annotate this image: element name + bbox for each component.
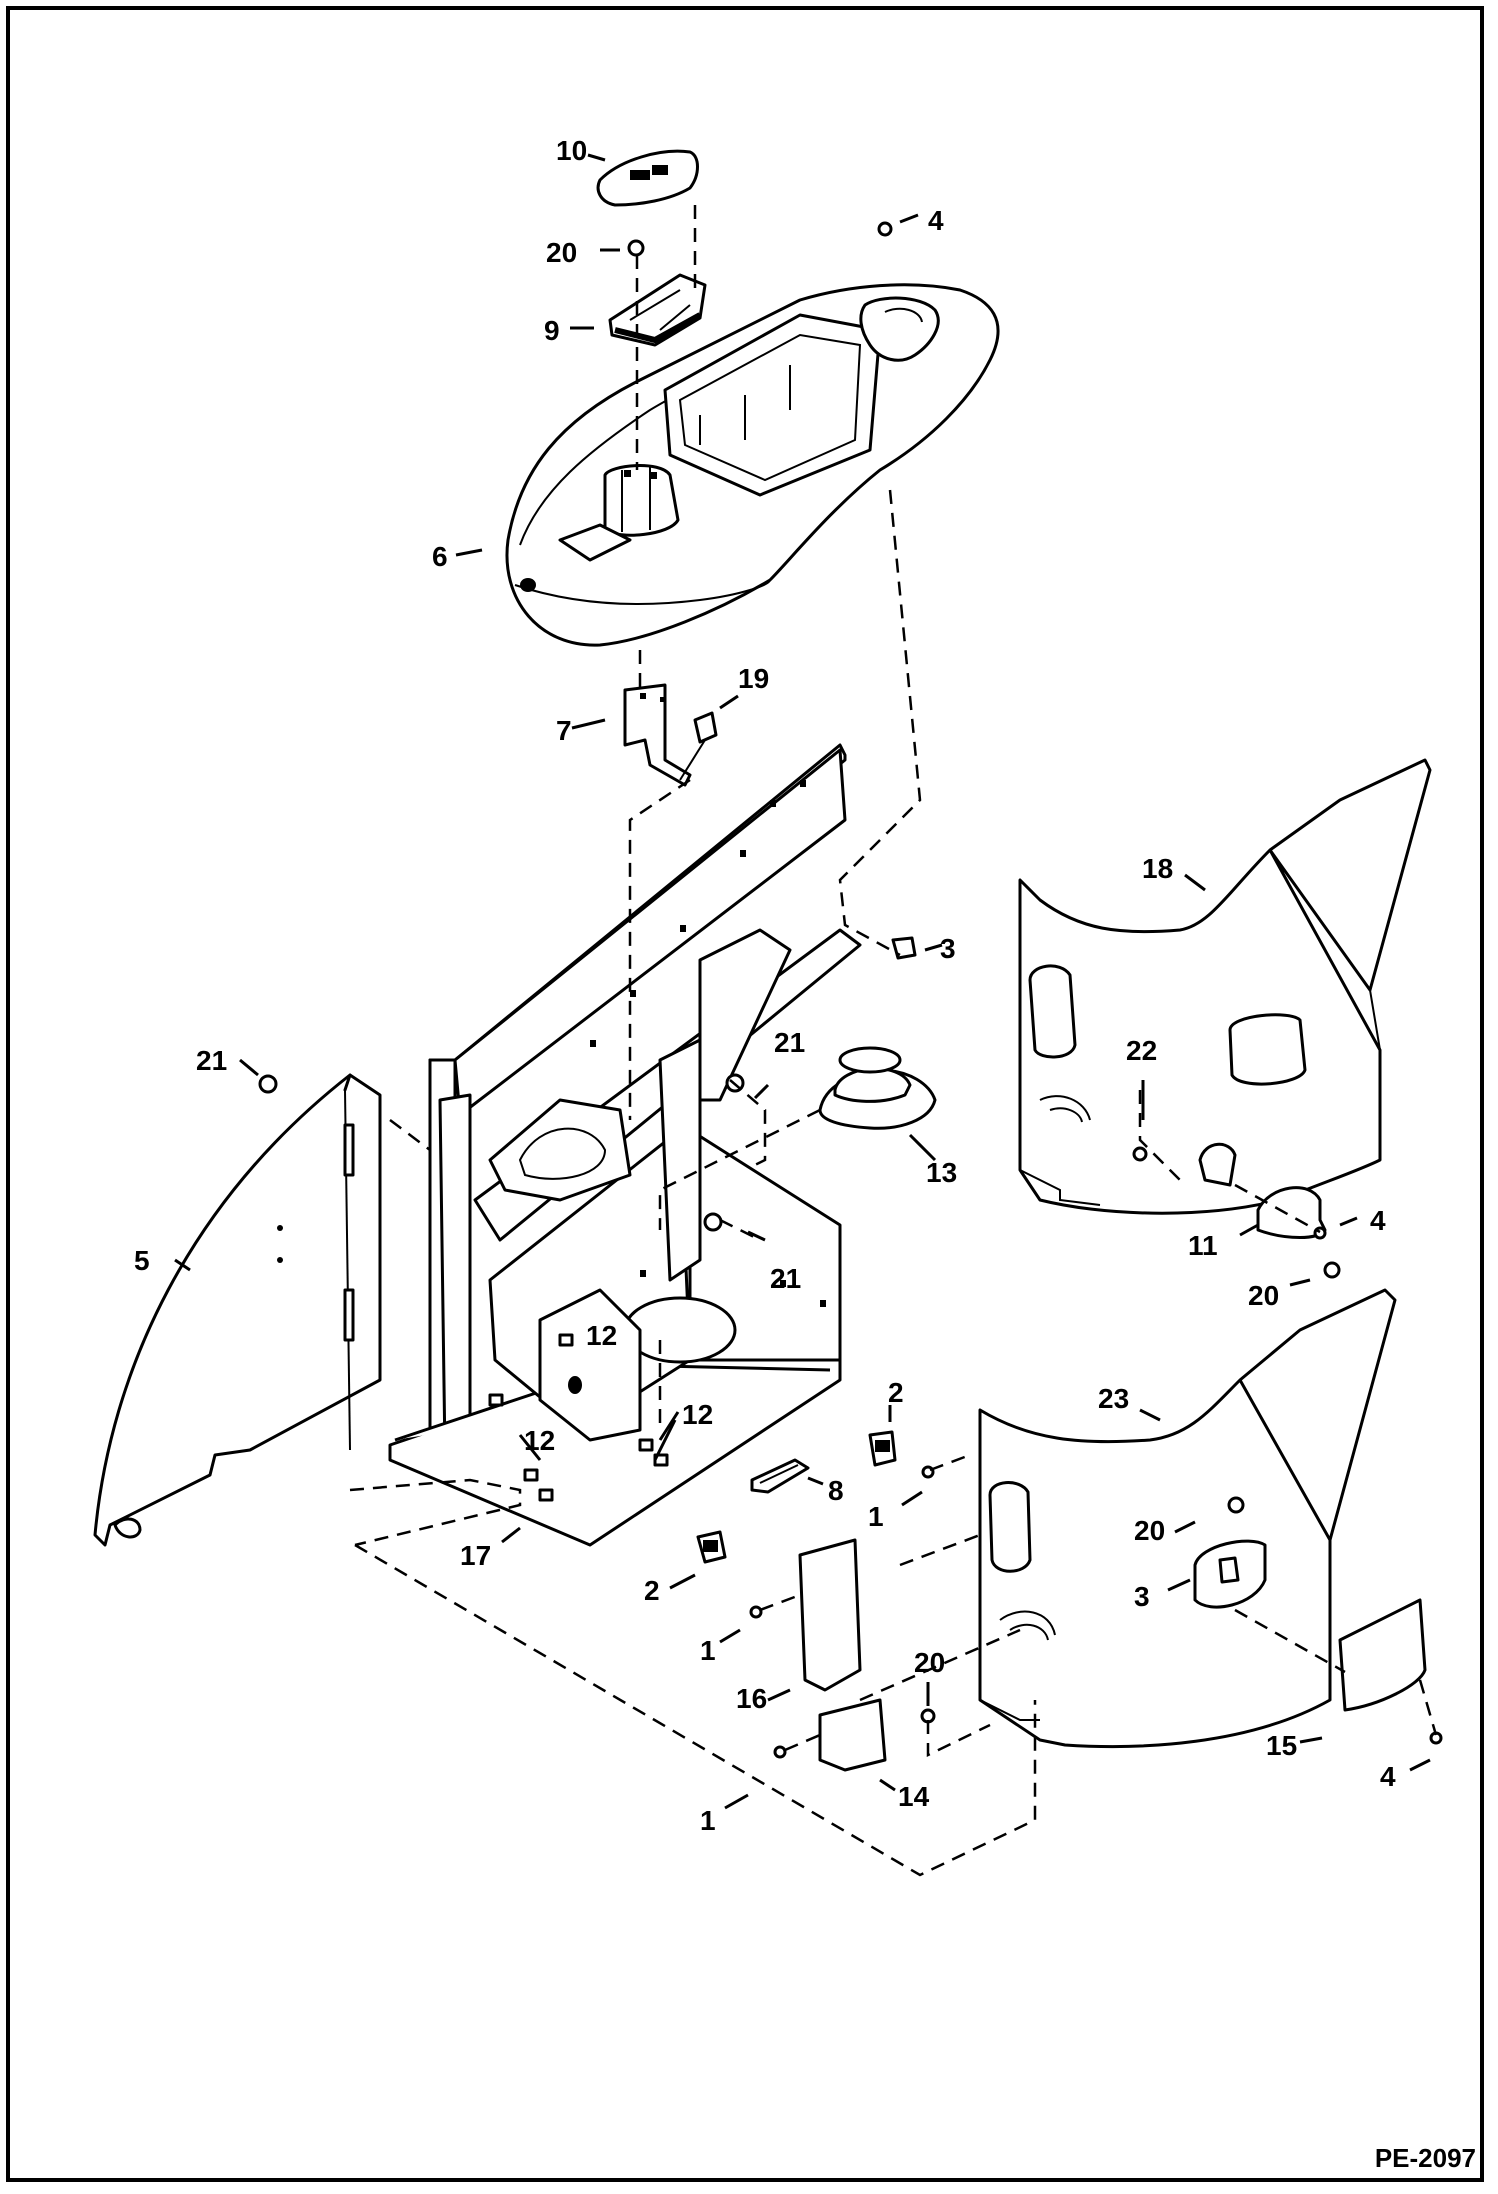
callouts: 10 4 20 9 6 7 19 18 3 21 21 13 22 5 21 1… — [134, 135, 1396, 1836]
cover-14 — [818, 1698, 887, 1772]
assembly-dash-lines — [349, 205, 1438, 1877]
callout-5: 5 — [134, 1245, 150, 1276]
callout-4: 4 — [1380, 1761, 1396, 1792]
callout-1: 1 — [700, 1635, 716, 1666]
callout-14: 14 — [898, 1781, 930, 1812]
callout-4: 4 — [928, 205, 944, 236]
callout-23: 23 — [1098, 1383, 1129, 1414]
callout-22: 22 — [1126, 1035, 1157, 1066]
callout-18: 18 — [1142, 853, 1173, 884]
callout-1: 1 — [700, 1805, 716, 1836]
callout-20: 20 — [546, 237, 577, 268]
callout-10: 10 — [556, 135, 587, 166]
callout-3: 3 — [1134, 1581, 1150, 1612]
callout-17: 17 — [460, 1540, 491, 1571]
callout-21: 21 — [774, 1027, 805, 1058]
callout-21: 21 — [770, 1263, 801, 1294]
main-frame — [388, 743, 862, 1547]
callout-16: 16 — [736, 1683, 767, 1714]
callout-13: 13 — [926, 1157, 957, 1188]
callout-19: 19 — [738, 663, 769, 694]
sheet-border — [6, 6, 1484, 2182]
bracket — [623, 683, 692, 787]
right-lower-panel — [978, 1288, 1397, 1749]
cover-11 — [1256, 1186, 1327, 1239]
callout-3: 3 — [940, 933, 956, 964]
callout-21: 21 — [196, 1045, 227, 1076]
leader-lines — [174, 153, 1431, 1810]
callout-12: 12 — [524, 1425, 555, 1456]
cover-15 — [1338, 1598, 1427, 1712]
console-cover — [505, 283, 1000, 647]
hardware — [258, 221, 1443, 1759]
callout-20: 20 — [1248, 1280, 1279, 1311]
dome-boot — [818, 1046, 937, 1130]
callout-2: 2 — [888, 1377, 904, 1408]
callout-2: 2 — [644, 1575, 660, 1606]
callout-20: 20 — [914, 1647, 945, 1678]
callout-9: 9 — [544, 315, 560, 346]
callout-12: 12 — [586, 1320, 617, 1351]
left-side-panel — [93, 1073, 382, 1547]
callout-8: 8 — [828, 1475, 844, 1506]
drawing-reference-number: PE-2097 — [1374, 2143, 1476, 2173]
callout-1: 1 — [868, 1501, 884, 1532]
callout-20: 20 — [1134, 1515, 1165, 1546]
screw-19 — [679, 711, 718, 781]
armrest-cap — [596, 149, 699, 207]
callout-12: 12 — [682, 1399, 713, 1430]
callout-11: 11 — [1188, 1230, 1218, 1261]
callout-6: 6 — [432, 541, 448, 572]
cover-16 — [798, 1538, 862, 1692]
callout-4: 4 — [1370, 1205, 1386, 1236]
callout-15: 15 — [1266, 1730, 1297, 1761]
callout-7: 7 — [556, 715, 572, 746]
armrest-base — [608, 273, 707, 347]
right-upper-panel — [1018, 758, 1432, 1215]
